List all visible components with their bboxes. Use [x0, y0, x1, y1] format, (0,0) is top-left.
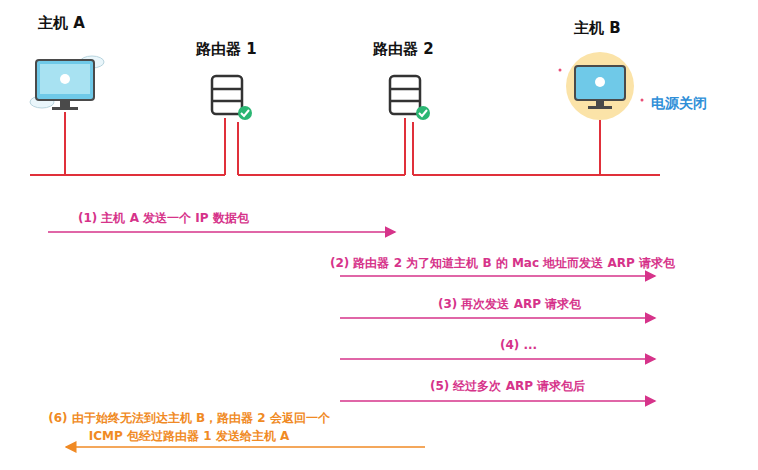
- router-2-icon: [390, 76, 430, 120]
- step-label: (2) 路由器 2 为了知道主机 B 的 Mac 地址而发送 ARP 请求包: [330, 255, 675, 272]
- host-b-icon: [559, 52, 644, 120]
- device-name: 路由器 2: [373, 40, 434, 59]
- device-node: 路由器 2: [373, 40, 434, 59]
- device-name: 路由器 1: [196, 40, 257, 59]
- step-label: (4) ...: [500, 338, 537, 352]
- step-label: (5) 经过多次 ARP 请求包后: [430, 378, 585, 395]
- network-wire: [30, 112, 660, 175]
- step-label: (6) 由于始终无法到达主机 B，路由器 2 会返回一个 ICMP 包经过路由器…: [36, 409, 342, 445]
- host-a-icon: [30, 56, 104, 110]
- router-1-icon: [212, 76, 252, 120]
- step-label: (1) 主机 A 发送一个 IP 数据包: [78, 210, 249, 227]
- device-node: 主机 B: [574, 19, 621, 38]
- device-name: 主机 B: [574, 19, 621, 38]
- step-label: (3) 再次发送 ARP 请求包: [438, 296, 581, 313]
- device-node: 路由器 1: [196, 40, 257, 59]
- return-arrow: [66, 446, 425, 448]
- device-node: 主机 A: [38, 14, 85, 33]
- device-name: 主机 A: [38, 14, 85, 33]
- status-label: 电源关闭: [651, 95, 707, 113]
